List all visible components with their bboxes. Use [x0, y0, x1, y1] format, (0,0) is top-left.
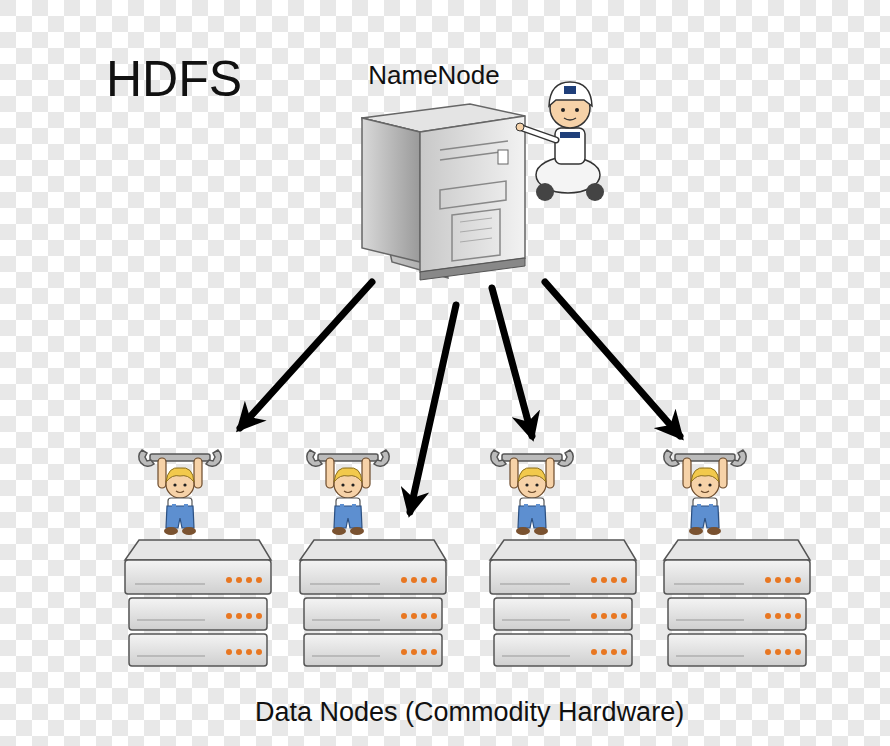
- worker-figures: [139, 450, 746, 535]
- server-node: NameNode: [364, 60, 504, 91]
- police-cartoon: [516, 82, 604, 201]
- arrows: [240, 282, 680, 512]
- node-label: NameNode: [364, 60, 504, 91]
- data-node-servers: [125, 540, 810, 666]
- namenode-tower: [362, 104, 525, 280]
- diagram-title: HDFS: [106, 50, 242, 108]
- row-caption: Data Nodes (Commodity Hardware): [255, 697, 684, 728]
